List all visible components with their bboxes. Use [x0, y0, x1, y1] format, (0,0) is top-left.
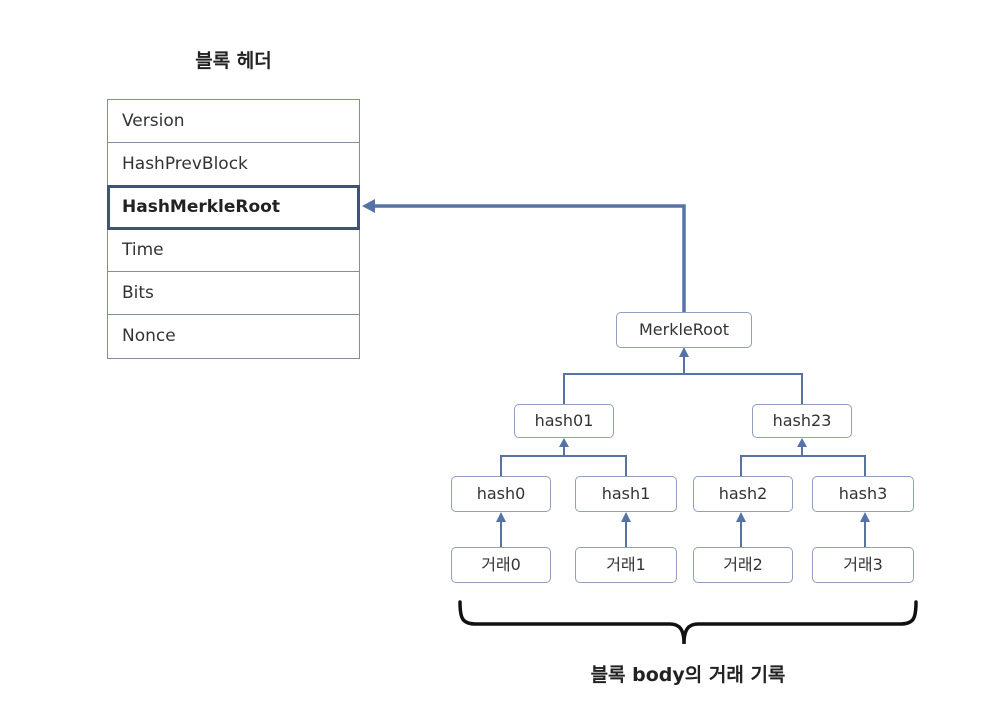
header-field-time: Time	[108, 229, 359, 272]
merkleroot-to-header-arrowhead	[362, 199, 375, 213]
level1-to-root-connector	[563, 373, 803, 404]
tx3-to-hash3-arrowhead	[860, 512, 870, 522]
header-field-hashmerkleroot: HashMerkleRoot	[107, 185, 360, 230]
node-hash3: hash3	[812, 476, 914, 512]
node-merkleroot: MerkleRoot	[616, 312, 752, 348]
header-field-version: Version	[108, 100, 359, 143]
node-hash01: hash01	[514, 404, 614, 438]
node-transaction-2: 거래2	[693, 547, 793, 583]
header-field-nonce: Nonce	[122, 326, 176, 346]
node-hash2: hash2	[693, 476, 793, 512]
body-brace	[458, 600, 918, 645]
hash23-incoming-arrowhead	[797, 438, 807, 447]
tx0-to-hash0-arrowhead	[496, 512, 506, 522]
hash0-hash1-connector	[500, 455, 627, 476]
node-transaction-0: 거래0	[451, 547, 551, 583]
body-transactions-label: 블록 body의 거래 기록	[590, 664, 786, 686]
block-header-title: 블록 헤더	[195, 50, 272, 72]
tx1-to-hash1-arrowhead	[621, 512, 631, 522]
node-hash0: hash0	[451, 476, 551, 512]
node-transaction-3: 거래3	[812, 547, 914, 583]
root-incoming-arrowhead	[679, 347, 689, 357]
block-header-table: Version HashPrevBlock HashMerkleRoot Tim…	[107, 99, 360, 359]
hash2-hash3-connector	[740, 455, 866, 476]
node-transaction-1: 거래1	[575, 547, 677, 583]
node-hash1: hash1	[575, 476, 677, 512]
tx2-to-hash2-arrowhead	[736, 512, 746, 522]
header-field-hashprevblock: HashPrevBlock	[108, 143, 359, 186]
hash01-incoming-arrowhead	[559, 438, 569, 447]
node-hash23: hash23	[752, 404, 852, 438]
merkleroot-to-header-arrow	[372, 204, 686, 312]
header-field-bits: Bits	[108, 272, 359, 315]
